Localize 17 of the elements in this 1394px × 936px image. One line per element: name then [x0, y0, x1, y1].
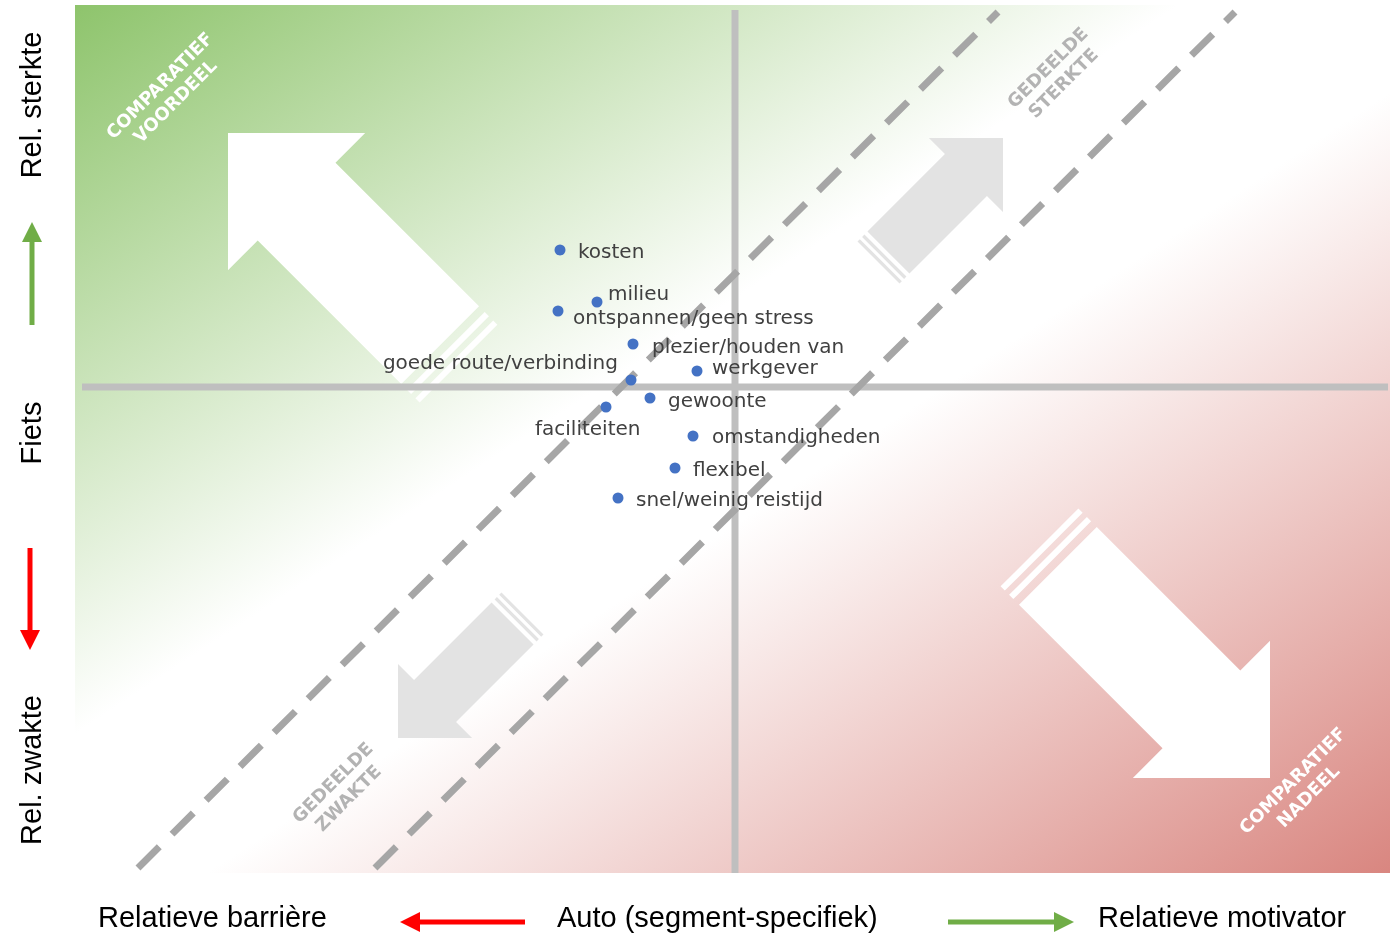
axis-label: Fiets: [15, 401, 49, 465]
point-label: snel/weinig reistijd: [636, 487, 823, 511]
axis-label: Auto (segment-specifiek): [557, 901, 878, 935]
point-label: omstandigheden: [712, 424, 881, 448]
axis-label: Rel. zwakte: [15, 695, 49, 845]
point-label: ontspannen/geen stress: [573, 305, 814, 329]
axis-label: Rel. sterkte: [15, 31, 49, 179]
point-label: goede route/verbinding: [382, 350, 618, 374]
axis-label: Relatieve motivator: [1098, 901, 1347, 935]
point-label: plezier/houden van: [652, 334, 845, 358]
point-label: werkgever: [712, 355, 818, 379]
point-label: gewoonte: [668, 388, 767, 412]
point-label: kosten: [578, 239, 645, 263]
point-label: milieu: [608, 281, 670, 305]
point-label: faciliteiten: [535, 416, 641, 440]
point-label: flexibel: [693, 457, 766, 481]
axis-label: Relatieve barrière: [98, 901, 327, 935]
